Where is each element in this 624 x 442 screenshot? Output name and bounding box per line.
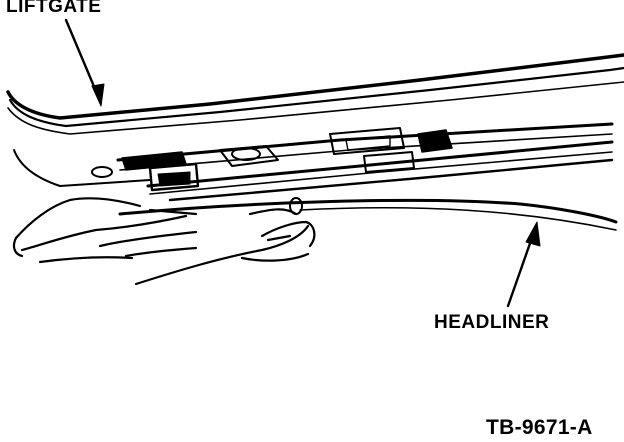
headliner-label: HEADLINER [434,312,550,333]
liftgate-label: LIFTGATE [6,0,102,17]
headliner-edge [118,198,618,231]
left-hand [12,197,198,264]
right-hand [134,197,316,286]
headliner-leader-arrow [506,221,541,308]
liftgate-panel [6,53,624,187]
liftgate-leader-arrow [64,18,105,107]
figure-id-label: TB-9671-A [486,416,593,439]
retainer-clips [91,127,453,192]
